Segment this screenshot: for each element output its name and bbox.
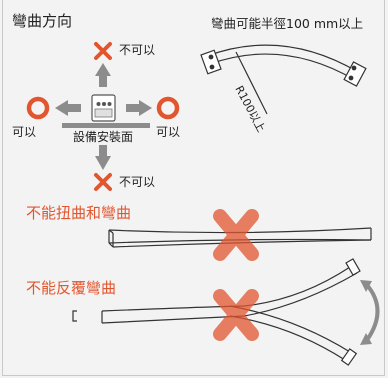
swing-arrow-icon bbox=[360, 280, 380, 345]
bottom-not-allowed-label: 不可以 bbox=[119, 175, 156, 189]
top-cross-icon bbox=[94, 42, 112, 60]
left-allowed-label: 可以 bbox=[12, 125, 37, 139]
bend-direction-title: 彎曲方向 bbox=[12, 12, 73, 30]
twist-cross-icon bbox=[213, 209, 259, 261]
down-arrow-icon bbox=[95, 145, 111, 170]
right-circle-icon bbox=[156, 96, 180, 120]
left-arrow-icon bbox=[55, 100, 81, 116]
mounting-surface-bar bbox=[62, 123, 150, 128]
left-circle-icon bbox=[26, 96, 50, 120]
bend-radius-title: 彎曲可能半徑100 mm以上 bbox=[211, 16, 364, 31]
right-allowed-label: 可以 bbox=[156, 125, 181, 139]
bend-radius-cable bbox=[200, 44, 367, 115]
mounting-surface-label: 設備安裝面 bbox=[73, 130, 134, 144]
bottom-cross-icon bbox=[94, 173, 112, 191]
repeated-bend-cable bbox=[72, 258, 361, 366]
cable-cross-section-icon bbox=[91, 94, 116, 122]
top-not-allowed-label: 不可以 bbox=[119, 43, 156, 57]
right-arrow-icon bbox=[126, 100, 152, 116]
no-twist-title: 不能扭曲和彎曲 bbox=[26, 204, 132, 222]
no-repeat-title: 不能反覆彎曲 bbox=[26, 279, 117, 297]
up-arrow-icon bbox=[95, 63, 111, 87]
repeat-cross-icon bbox=[213, 289, 259, 341]
